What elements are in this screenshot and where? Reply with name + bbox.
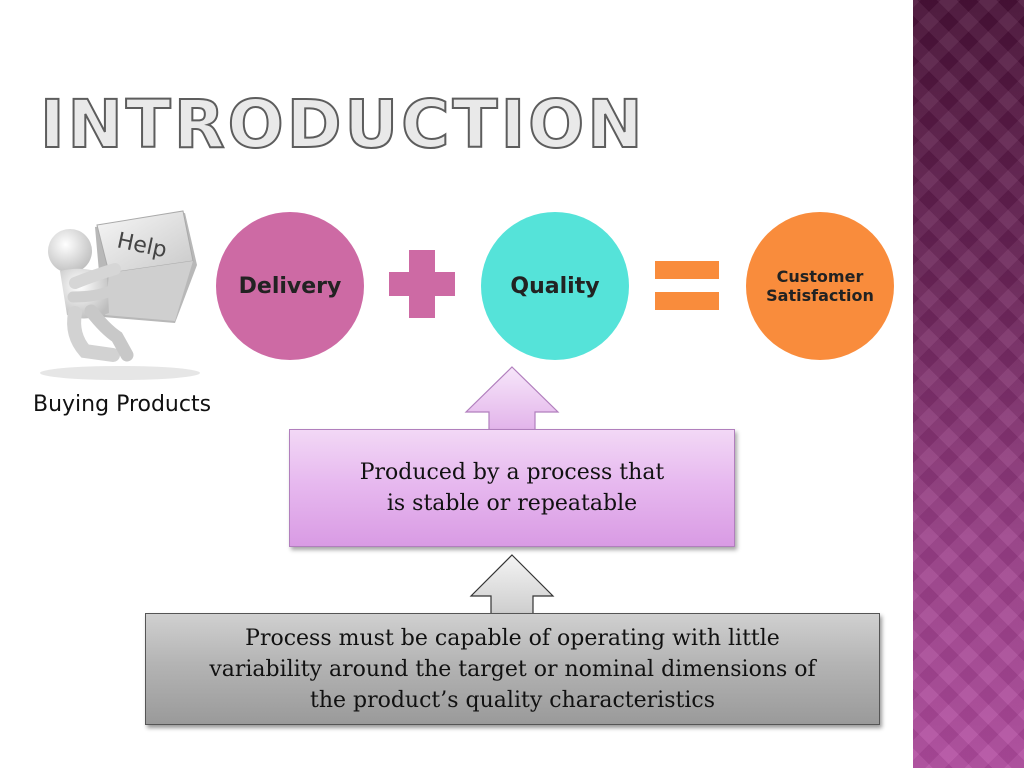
capability-line3: the product’s quality characteristics — [309, 687, 715, 713]
capability-requirement-box: Process must be capable of operating wit… — [145, 613, 880, 725]
stable-process-line2: is stable or repeatable — [386, 491, 638, 516]
capability-line2: variability around the target or nominal… — [209, 656, 816, 682]
customer-satisfaction-circle: Customer Satisfaction — [746, 212, 894, 360]
quality-label: Quality — [510, 273, 600, 299]
stable-process-line1: Produced by a process that — [359, 460, 665, 485]
equals-sign-icon — [655, 261, 719, 279]
stable-process-box: Produced by a process that is stable or … — [289, 429, 735, 547]
arrow-up-to-quality-icon — [464, 366, 560, 432]
customer-label-line1: Customer — [776, 267, 864, 286]
arrow-up-to-process-icon — [469, 554, 555, 616]
delivery-label: Delivery — [238, 273, 342, 299]
capability-line1: Process must be capable of operating wit… — [245, 625, 780, 651]
plus-sign-icon-vertical — [409, 250, 435, 318]
customer-label-line2: Satisfaction — [766, 286, 874, 305]
decorative-side-band — [913, 0, 1024, 768]
figure-carrying-help-key-icon: Help — [40, 210, 200, 380]
quality-circle: Quality — [481, 212, 629, 360]
slide-title: INTRODUCTION — [39, 86, 646, 163]
equals-sign-icon-lower — [655, 292, 719, 310]
delivery-circle: Delivery — [216, 212, 364, 360]
buying-products-caption: Buying Products — [33, 392, 212, 417]
